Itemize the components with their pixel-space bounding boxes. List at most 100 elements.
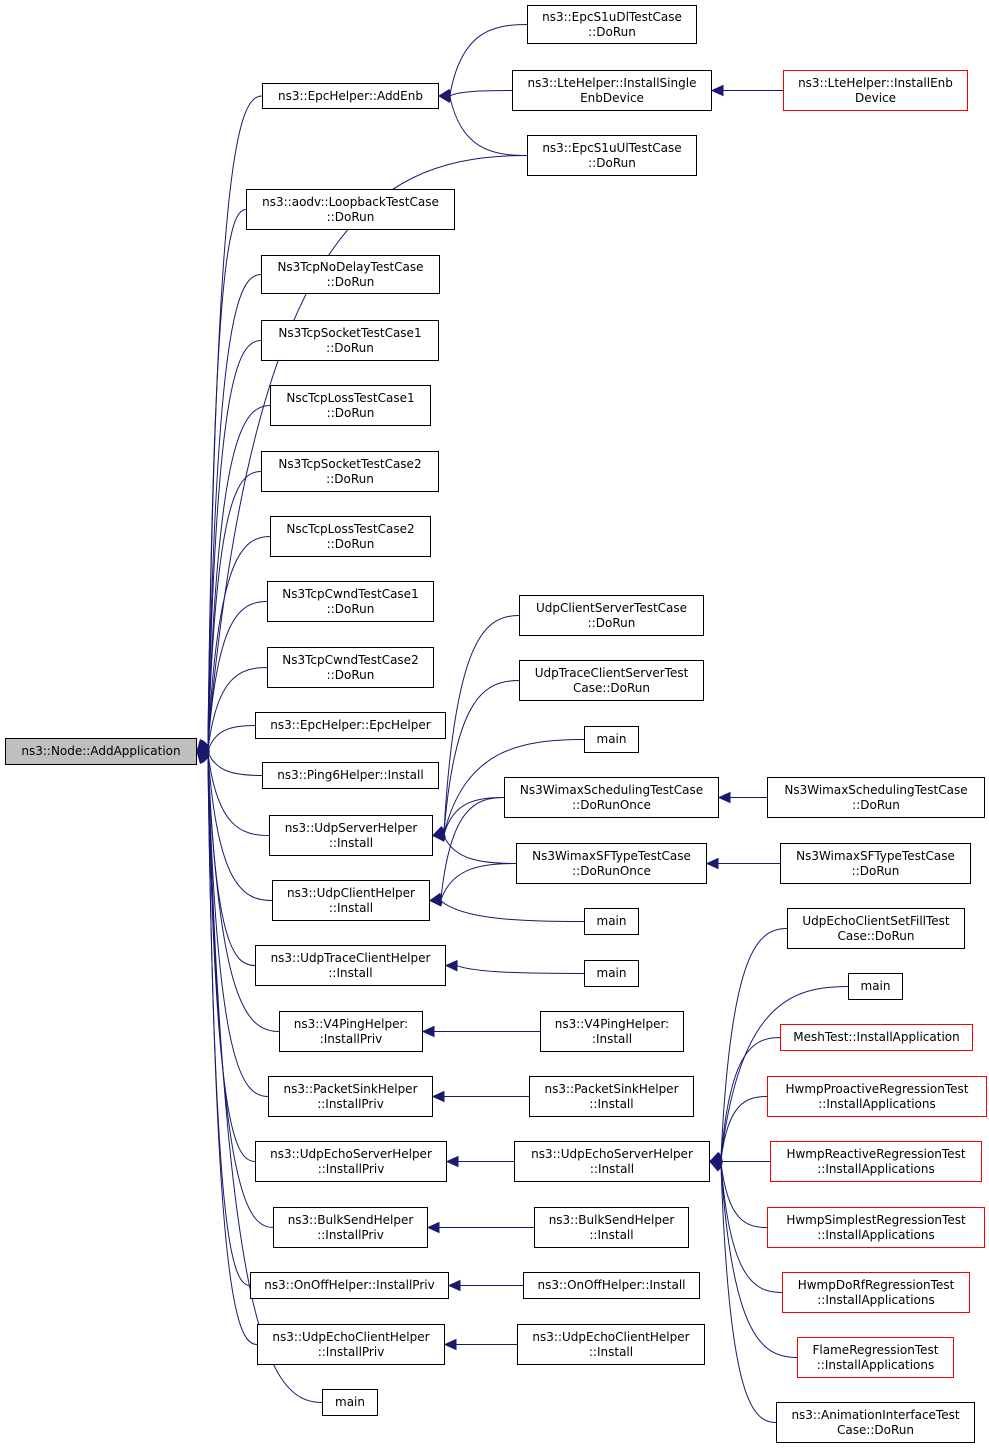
node-udpechoserver-priv[interactable]: ns3::UdpEchoServerHelper::InstallPriv	[255, 1141, 447, 1182]
node-label: HwmpDoRfRegressionTest	[797, 1277, 955, 1292]
call-edge	[207, 471, 262, 746]
call-edge	[720, 986, 849, 1159]
node-nsctcploss1[interactable]: NscTcpLossTestCase1::DoRun	[270, 385, 431, 426]
node-udpserver-install[interactable]: ns3::UdpServerHelper::Install	[269, 815, 433, 856]
node-label: ns3::EpcHelper::AddEnb	[278, 88, 423, 103]
node-aodv-loopback[interactable]: ns3::aodv::LoopbackTestCase::DoRun	[246, 189, 455, 230]
node-hwmpsimplest[interactable]: HwmpSimplestRegressionTest::InstallAppli…	[767, 1207, 985, 1248]
node-bulksend-install[interactable]: ns3::BulkSendHelper::Install	[534, 1207, 689, 1248]
node-label: FlameRegressionTest	[812, 1342, 939, 1357]
node-label: ::Install	[589, 1161, 635, 1176]
node-label: ::Install	[589, 1096, 634, 1111]
node-main-root[interactable]: main	[322, 1389, 378, 1416]
node-meshtest[interactable]: MeshTest::InstallApplication	[780, 1024, 973, 1051]
node-tcpsocket1[interactable]: Ns3TcpSocketTestCase1::DoRun	[261, 320, 439, 361]
node-tcpcwnd1[interactable]: Ns3TcpCwndTestCase1::DoRun	[267, 581, 434, 622]
node-label: Ns3TcpNoDelayTestCase	[277, 259, 424, 274]
node-label: ns3::UdpEchoClientHelper	[532, 1329, 690, 1344]
node-udpechoclient-priv[interactable]: ns3::UdpEchoClientHelper::InstallPriv	[257, 1324, 445, 1365]
node-epchelper-ctor[interactable]: ns3::EpcHelper::EpcHelper	[255, 712, 446, 739]
node-epchelper-addenb[interactable]: ns3::EpcHelper::AddEnb	[262, 83, 439, 109]
call-edge	[449, 90, 513, 97]
call-edge	[443, 797, 505, 835]
node-onoff-priv[interactable]: ns3::OnOffHelper::InstallPriv	[250, 1272, 449, 1299]
node-main-4[interactable]: main	[848, 973, 903, 1000]
node-label: ns3::Ping6Helper::Install	[277, 768, 424, 782]
arrow-head-icon	[428, 895, 442, 907]
node-flame[interactable]: FlameRegressionTest::InstallApplications	[797, 1337, 954, 1378]
node-label: Ns3WimaxSFTypeTestCase	[796, 848, 955, 863]
node-tcpsocket2[interactable]: Ns3TcpSocketTestCase2::DoRun	[261, 451, 439, 492]
node-ping6-install[interactable]: ns3::Ping6Helper::Install	[262, 762, 439, 789]
node-udpclient-install[interactable]: ns3::UdpClientHelper::Install	[272, 880, 430, 921]
node-label: ns3::UdpServerHelper	[284, 820, 418, 835]
call-edge	[207, 601, 268, 749]
node-wimaxsf-run[interactable]: Ns3WimaxSFTypeTestCase::DoRun	[780, 843, 971, 884]
node-udpechoserver-install[interactable]: ns3::UdpEchoServerHelper::Install	[514, 1141, 710, 1182]
call-edge	[207, 209, 247, 741]
call-edge	[440, 797, 505, 899]
node-hwmpdorf[interactable]: HwmpDoRfRegressionTest::InstallApplicati…	[782, 1272, 970, 1313]
node-label: main	[596, 966, 627, 980]
node-tcpcwnd2[interactable]: Ns3TcpCwndTestCase2::DoRun	[267, 647, 434, 688]
node-label: ns3::UdpEchoClientHelper	[272, 1329, 430, 1344]
node-label: ::DoRun	[326, 667, 375, 682]
arrow-head-icon	[196, 750, 209, 765]
node-udpclientserver-test[interactable]: UdpClientServerTestCase::DoRun	[519, 595, 704, 636]
node-label: main	[596, 914, 627, 928]
node-label: EnbDevice	[580, 90, 644, 105]
node-wimaxsf-once[interactable]: Ns3WimaxSFTypeTestCase::DoRunOnce	[516, 843, 707, 884]
node-label: Ns3TcpCwndTestCase1	[282, 586, 419, 601]
node-hwmpproactive[interactable]: HwmpProactiveRegressionTest::InstallAppl…	[767, 1076, 987, 1117]
node-label: ::DoRun	[326, 601, 375, 616]
node-label: ::DoRun	[588, 155, 636, 170]
node-label: ::InstallApplications	[817, 1292, 935, 1307]
arrow-head-icon	[426, 1221, 440, 1234]
node-epcs1uul[interactable]: ns3::EpcS1uUlTestCase::DoRun	[527, 135, 697, 176]
call-edge	[443, 615, 520, 832]
node-label: ns3::EpcS1uUlTestCase	[542, 140, 682, 155]
node-label: Ns3WimaxSFTypeTestCase	[532, 848, 691, 863]
node-wimaxsched-run[interactable]: Ns3WimaxSchedulingTestCase::DoRun	[767, 777, 985, 818]
call-edge	[207, 754, 273, 901]
node-label: Ns3TcpSocketTestCase1	[278, 325, 422, 340]
node-nsctcploss2[interactable]: NscTcpLossTestCase2::DoRun	[270, 516, 431, 557]
node-label: ::DoRun	[852, 797, 900, 812]
node-packetsink-priv[interactable]: ns3::PacketSinkHelper::InstallPriv	[268, 1076, 433, 1117]
arrow-head-icon	[710, 84, 724, 97]
arrow-head-icon	[437, 91, 452, 103]
node-label: ::Install	[589, 1227, 634, 1242]
node-v4ping-install[interactable]: ns3::V4PingHelper::Install	[540, 1011, 684, 1052]
node-bulksend-priv[interactable]: ns3::BulkSendHelper::InstallPriv	[273, 1207, 428, 1248]
arrow-head-icon	[717, 791, 731, 804]
call-edge	[207, 751, 263, 776]
node-onoff-install[interactable]: ns3::OnOffHelper::Install	[523, 1272, 700, 1299]
call-edge	[207, 761, 274, 1228]
node-label: ns3::LteHelper::InstallEnb	[798, 75, 953, 90]
node-label: HwmpReactiveRegressionTest	[786, 1146, 966, 1161]
node-v4ping-priv[interactable]: ns3::V4PingHelper::InstallPriv	[279, 1011, 423, 1052]
node-wimaxsched-once[interactable]: Ns3WimaxSchedulingTestCase::DoRunOnce	[504, 777, 719, 818]
node-packetsink-install[interactable]: ns3::PacketSinkHelper::Install	[529, 1076, 694, 1117]
node-hwmpreactive[interactable]: HwmpReactiveRegressionTest::InstallAppli…	[770, 1141, 982, 1182]
node-label: ::InstallApplications	[816, 1357, 935, 1372]
node-udpechoclient-install[interactable]: ns3::UdpEchoClientHelper::Install	[517, 1324, 705, 1365]
node-udptrace-install[interactable]: ns3::UdpTraceClientHelper::Install	[255, 945, 446, 986]
node-label: Ns3WimaxSchedulingTestCase	[519, 782, 704, 797]
node-label: ns3::OnOffHelper::InstallPriv	[264, 1278, 435, 1292]
node-tcpnodelay[interactable]: Ns3TcpNoDelayTestCase::DoRun	[261, 255, 440, 294]
node-epcs1udl[interactable]: ns3::EpcS1uDlTestCase::DoRun	[527, 5, 697, 44]
node-main-2[interactable]: main	[584, 908, 639, 935]
node-label: UdpEchoClientSetFillTest	[802, 913, 950, 928]
node-main-3[interactable]: main	[584, 960, 639, 987]
node-label: ::InstallApplications	[817, 1227, 935, 1242]
node-main-1[interactable]: main	[584, 726, 639, 753]
node-label: ::DoRun	[326, 536, 375, 551]
